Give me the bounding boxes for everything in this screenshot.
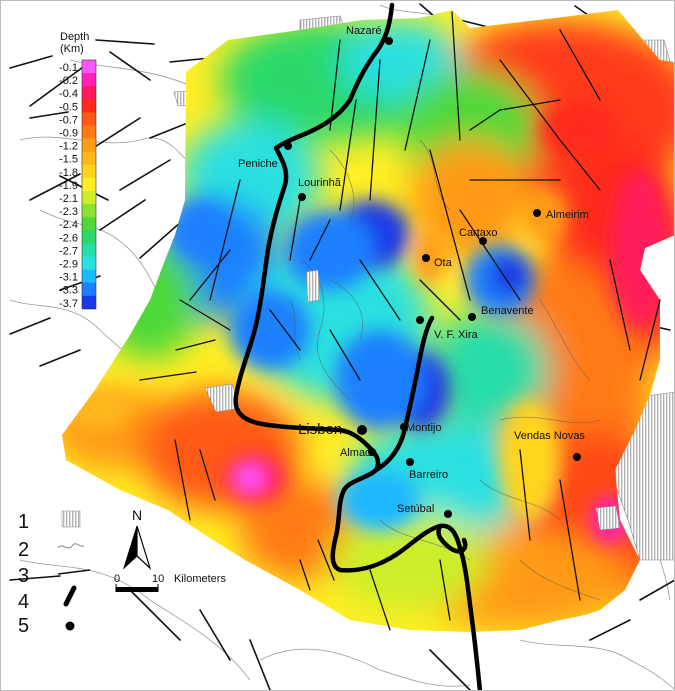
legend-swatch-label: -0.1 bbox=[59, 62, 78, 74]
place-label: Peniche bbox=[238, 158, 278, 170]
key-number-4: 4 bbox=[18, 591, 29, 613]
key-number-1: 1 bbox=[18, 511, 29, 533]
legend-swatch bbox=[82, 73, 96, 87]
place-dot bbox=[298, 193, 306, 201]
place-dot bbox=[444, 510, 452, 518]
legend-swatch-label: -2.6 bbox=[59, 232, 78, 244]
key-hatch-symbol bbox=[61, 510, 81, 528]
place-label: Ota bbox=[434, 257, 453, 269]
place-label: Cartaxo bbox=[459, 227, 498, 239]
legend-swatch-label: -0.9 bbox=[59, 128, 78, 140]
legend-swatch-label: -1.9 bbox=[59, 180, 78, 192]
scale-bar-rect bbox=[116, 587, 158, 592]
place-dot bbox=[533, 209, 541, 217]
legend-swatch-label: -1.8 bbox=[59, 167, 78, 179]
legend-swatch-label: -1.5 bbox=[59, 154, 78, 166]
legend-swatch-label: -2.1 bbox=[59, 193, 78, 205]
legend-swatch bbox=[82, 269, 96, 283]
inner-outcrop-hatch bbox=[204, 269, 621, 531]
legend-swatch bbox=[82, 177, 96, 192]
legend-swatch-label: -3.1 bbox=[59, 272, 78, 284]
legend-swatch bbox=[82, 217, 96, 231]
place-label: Almada bbox=[340, 447, 378, 459]
place-dot bbox=[400, 423, 408, 431]
north-label: N bbox=[132, 507, 142, 523]
key-coastline-symbol bbox=[63, 585, 77, 607]
scale-bar: 0 10 Kilometers bbox=[114, 573, 226, 592]
legend-swatch bbox=[82, 125, 96, 139]
key-number-3: 3 bbox=[18, 565, 29, 587]
legend-swatch-border bbox=[81, 59, 97, 310]
legend-swatch-label: -2.3 bbox=[59, 206, 78, 218]
legend-swatches: -0.1-0.2-0.4-0.5-0.7 -0.9-1.2-1.5-1.8-1.9… bbox=[59, 59, 97, 310]
key-contour-symbol bbox=[57, 543, 85, 549]
place-label: Montijo bbox=[406, 422, 441, 434]
depth-legend: Depth (Km) -0.1-0.2-0.4-0.5-0.7-0.9-1.2-… bbox=[59, 31, 97, 310]
place-dot bbox=[406, 458, 414, 466]
legend-title-line1: Depth bbox=[60, 31, 89, 43]
key-fault-symbol bbox=[57, 569, 91, 575]
legend-swatch bbox=[82, 256, 96, 270]
place-dot bbox=[479, 237, 487, 245]
legend-swatch-label: -1.2 bbox=[59, 141, 78, 153]
north-arrow-right-half bbox=[136, 525, 152, 570]
place-label: Vendas Novas bbox=[514, 430, 585, 442]
north-arrow: N bbox=[122, 507, 152, 570]
place-dot bbox=[385, 37, 393, 45]
place-dot bbox=[368, 448, 376, 456]
legend-swatch bbox=[82, 112, 96, 126]
place-dot bbox=[422, 254, 430, 262]
legend-swatch bbox=[82, 191, 96, 205]
lisbon-dot bbox=[357, 425, 367, 435]
legend-swatch bbox=[82, 230, 96, 244]
place-label: V. F. Xira bbox=[434, 329, 478, 341]
place-dot bbox=[416, 316, 424, 324]
place-dot bbox=[573, 453, 581, 461]
scale-tick-start: 0 bbox=[114, 573, 120, 585]
legend-swatch bbox=[82, 138, 96, 152]
scale-unit: Kilometers bbox=[174, 573, 226, 585]
legend-swatch-label: -0.2 bbox=[59, 75, 78, 87]
legend-swatch-label: -0.4 bbox=[59, 88, 78, 100]
legend-swatch-label: -0.5 bbox=[59, 101, 78, 113]
lisbon-marker: Lisbon bbox=[298, 421, 367, 438]
place-label: Setúbal bbox=[397, 503, 434, 515]
legend-swatch bbox=[82, 99, 96, 113]
legend-swatch bbox=[82, 243, 96, 257]
legend-swatch-label: -3.3 bbox=[59, 285, 78, 297]
map-key: 1 2 3 4 5 bbox=[18, 510, 91, 637]
place-dot bbox=[468, 313, 476, 321]
legend-swatch-label: -3.7 bbox=[59, 298, 78, 310]
lisbon-label: Lisbon bbox=[298, 421, 342, 438]
place-label: Benavente bbox=[481, 305, 534, 317]
legend-swatch bbox=[82, 151, 96, 166]
scale-tick-end: 10 bbox=[152, 573, 164, 585]
key-place-dot-symbol bbox=[65, 621, 75, 631]
legend-swatch bbox=[82, 204, 96, 218]
legend-swatch bbox=[82, 295, 96, 310]
legend-swatch bbox=[82, 164, 96, 179]
fault-lines bbox=[139, 11, 661, 631]
legend-swatch-label: -0.7 bbox=[59, 114, 78, 126]
coastline bbox=[233, 2, 483, 691]
place-markers: NazaréPenicheLourinhãAlmeirimCartaxoOtaB… bbox=[238, 25, 589, 518]
place-label: Nazaré bbox=[346, 25, 381, 37]
legend-swatch bbox=[82, 86, 96, 100]
legend-swatch-label: -2.9 bbox=[59, 259, 78, 271]
place-label: Lourinhã bbox=[298, 177, 342, 189]
legend-title-line2: (Km) bbox=[60, 43, 84, 55]
place-label: Barreiro bbox=[409, 469, 448, 481]
legend-swatch-label: -2.4 bbox=[59, 219, 78, 231]
key-number-5: 5 bbox=[18, 615, 29, 637]
key-number-2: 2 bbox=[18, 539, 29, 561]
legend-swatch bbox=[82, 282, 96, 297]
legend-swatch-label: -2.7 bbox=[59, 245, 78, 257]
place-label: Almeirim bbox=[546, 209, 589, 221]
place-dot bbox=[284, 142, 292, 150]
legend-swatch bbox=[82, 60, 96, 74]
